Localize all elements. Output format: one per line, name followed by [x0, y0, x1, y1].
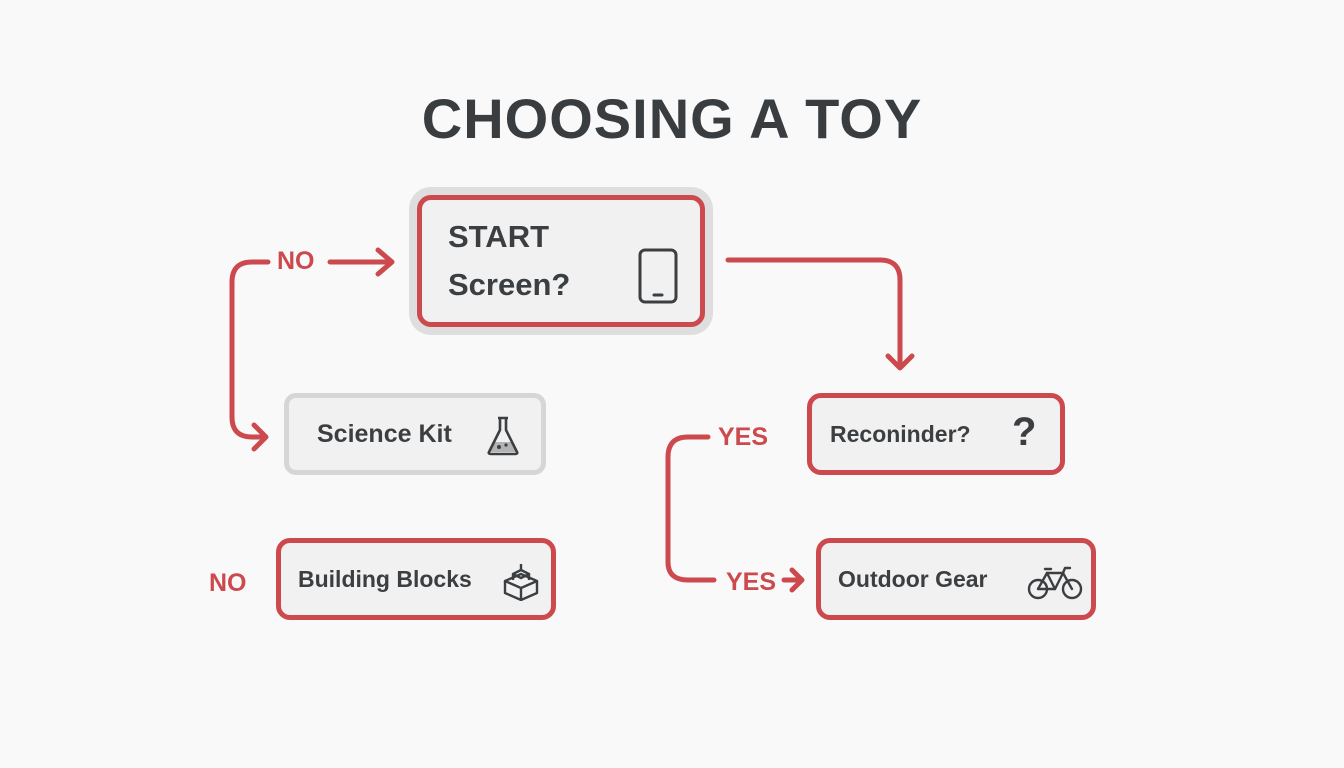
reconinder-node[interactable]: Reconinder? ?	[807, 393, 1065, 475]
science-kit-node[interactable]: Science Kit	[284, 393, 546, 475]
reconinder-label: Reconinder?	[830, 420, 971, 447]
bicycle-icon	[1027, 566, 1083, 600]
flask-icon	[487, 416, 519, 456]
no-label-bottom: NO	[209, 569, 247, 597]
screen-question: Screen?	[448, 267, 571, 302]
arrow-yes-to-outdoor-gear	[781, 567, 805, 593]
start-label: START	[448, 219, 550, 254]
yes-label-bottom: YES	[726, 568, 777, 596]
building-blocks-node[interactable]: Building Blocks	[276, 538, 556, 620]
building-blocks-label: Building Blocks	[298, 565, 472, 592]
outdoor-gear-label: Outdoor Gear	[838, 565, 988, 592]
yes-label-top: YES	[718, 423, 769, 451]
science-kit-label: Science Kit	[317, 419, 452, 448]
question-icon: ?	[1012, 410, 1037, 454]
no-label-top: NO	[277, 247, 315, 275]
blocks-icon	[503, 564, 539, 601]
arrow-no-to-start	[327, 247, 395, 277]
tablet-icon	[638, 248, 678, 304]
arrow-start-to-reconinder	[725, 257, 915, 371]
outdoor-gear-node[interactable]: Outdoor Gear	[816, 538, 1096, 620]
arrow-no-to-science-kit	[229, 259, 271, 452]
diagram-title: CHOOSING A TOY	[421, 87, 923, 150]
start-node[interactable]: START Screen?	[417, 195, 705, 327]
arrow-yes-to-outdoor-gear-loop	[665, 434, 717, 583]
